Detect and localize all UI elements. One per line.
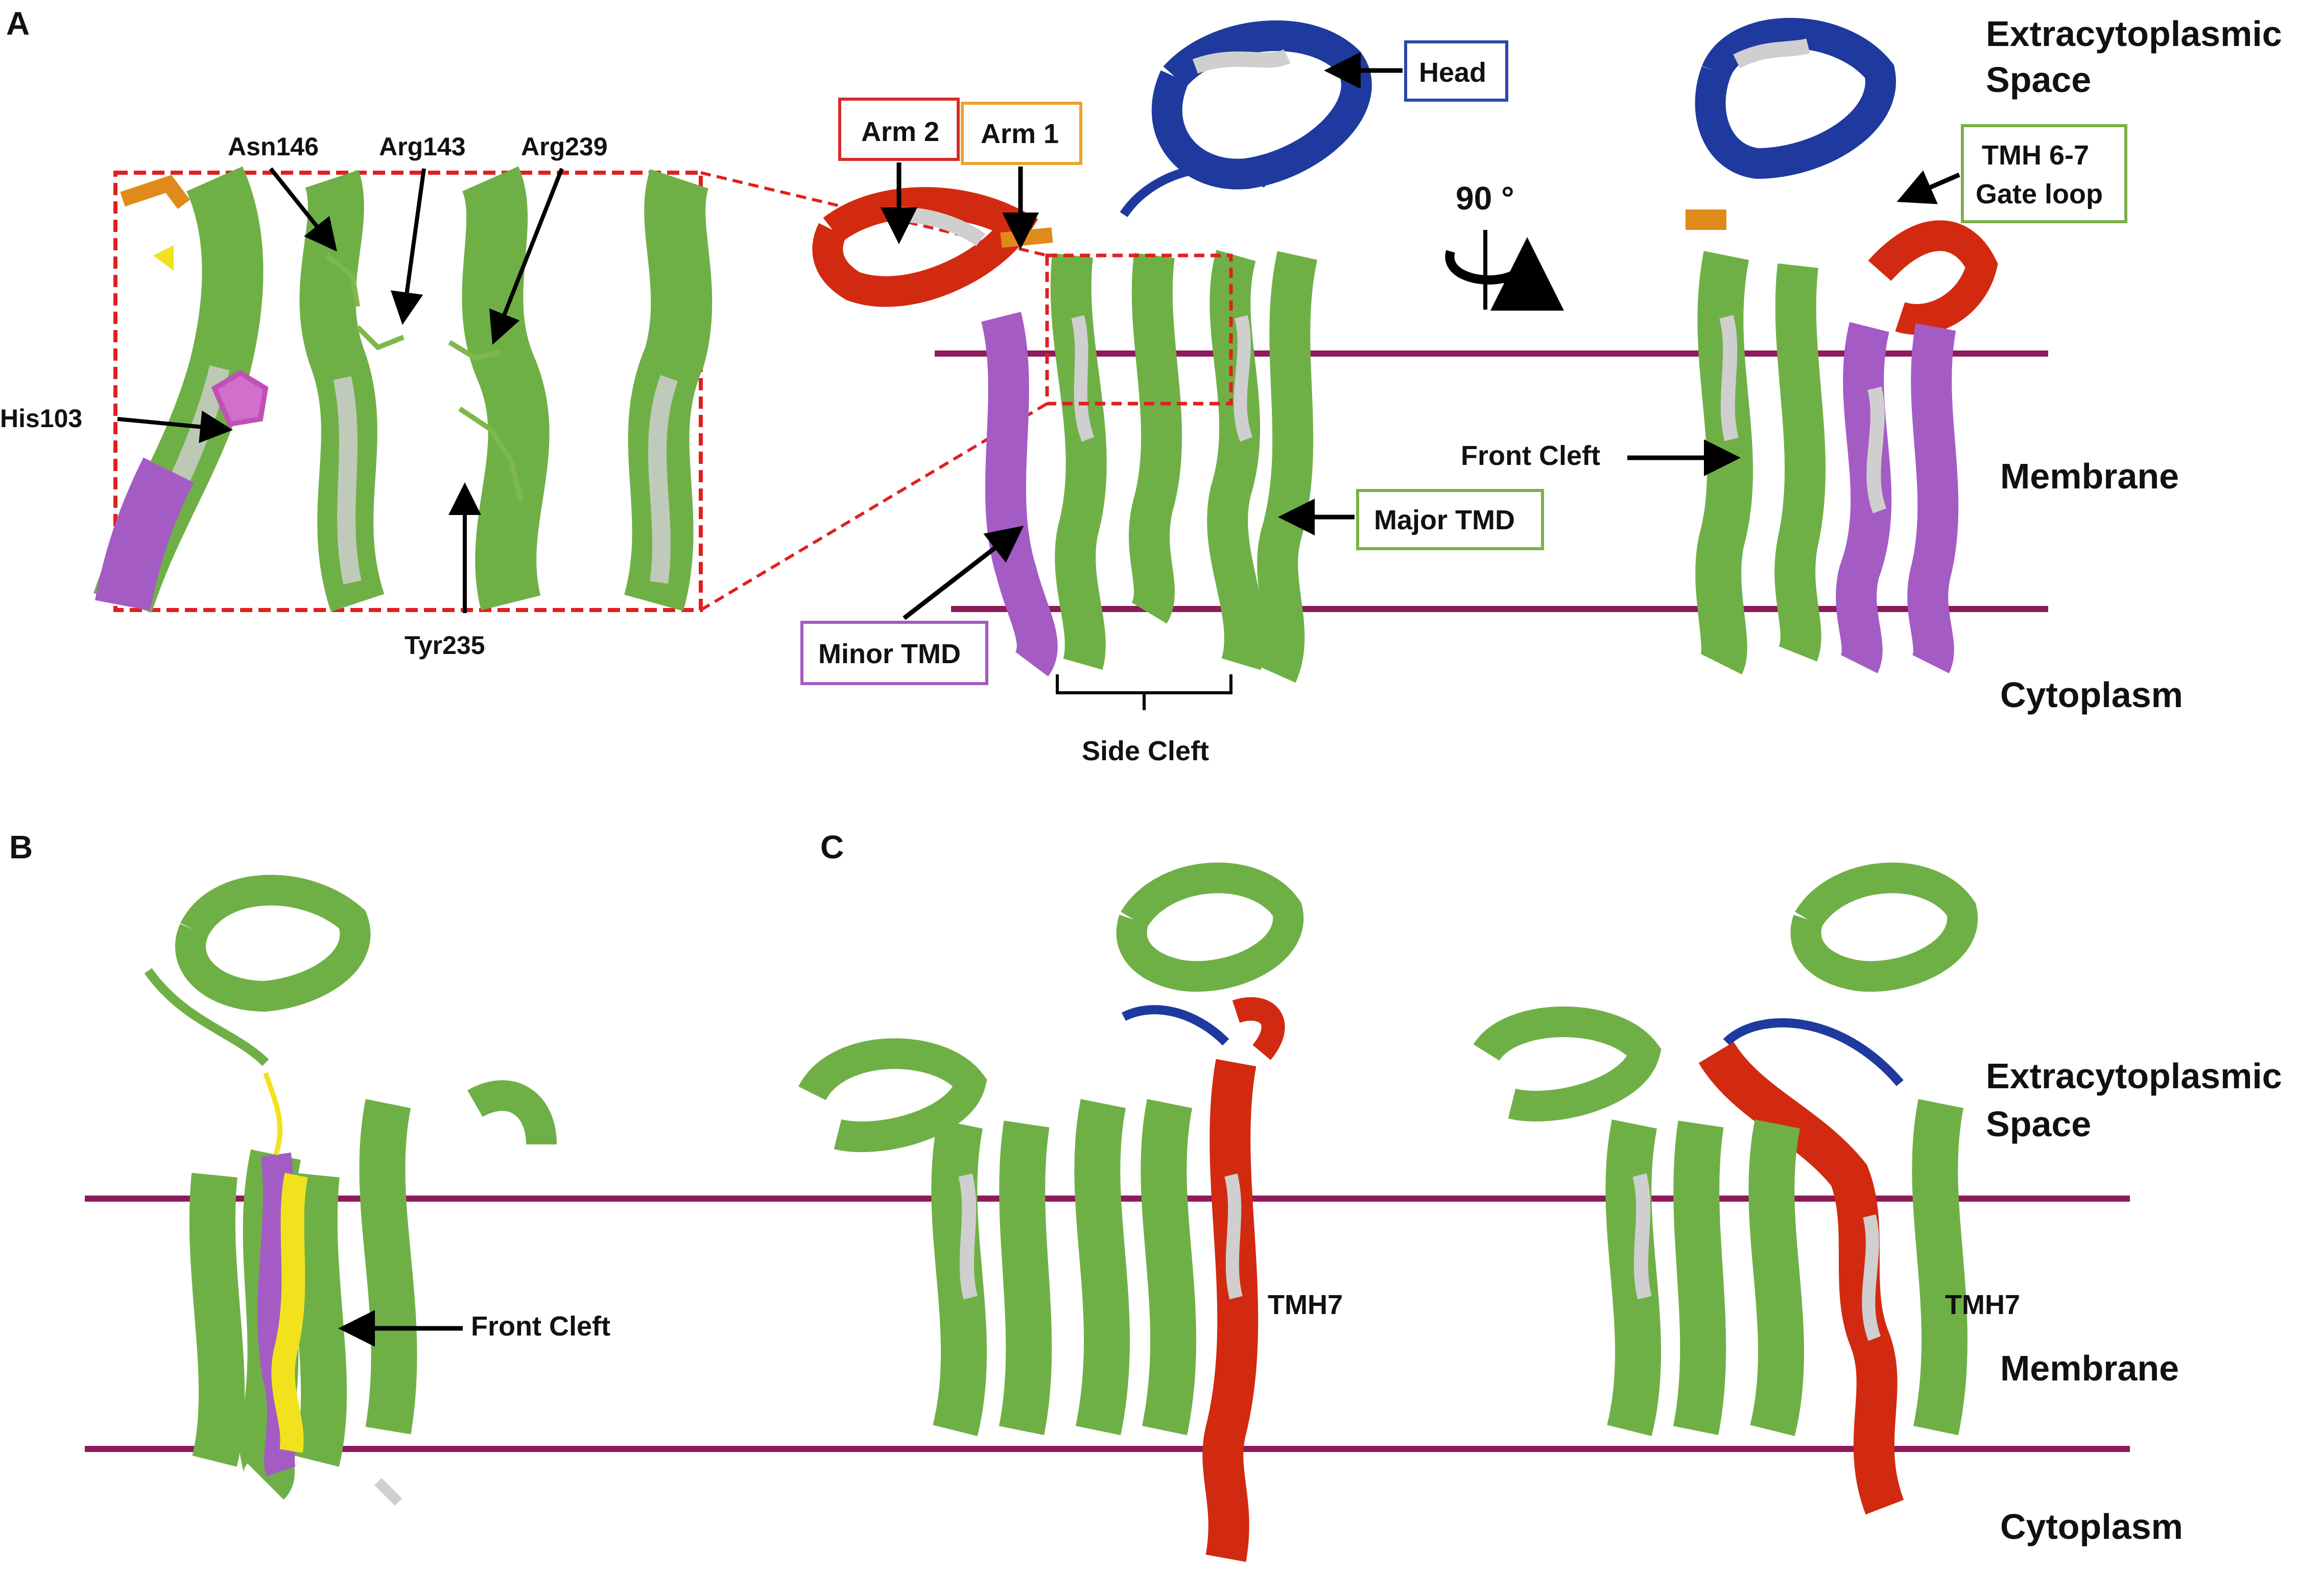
region-space-a: Space bbox=[1986, 60, 2091, 100]
label-front-cleft-b: Front Cleft bbox=[471, 1311, 610, 1342]
label-tmh7-left: TMH7 bbox=[1268, 1290, 1343, 1320]
label-tyr235: Tyr235 bbox=[405, 631, 485, 660]
protein-structure-a-rotated bbox=[1686, 18, 1998, 675]
svg-text:Arm 2: Arm 2 bbox=[861, 116, 939, 147]
svg-text:Major TMD: Major TMD bbox=[1374, 505, 1515, 535]
panel-label-c: C bbox=[820, 829, 844, 865]
region-cytoplasm-a: Cytoplasm bbox=[2000, 675, 2183, 715]
region-extracytoplasmic-a: Extracytoplasmic bbox=[1986, 14, 2282, 54]
svg-text:Arm 1: Arm 1 bbox=[981, 119, 1059, 149]
panel-label-a: A bbox=[6, 5, 30, 42]
label-front-cleft-a: Front Cleft bbox=[1461, 440, 1600, 471]
inset-source-region bbox=[1045, 253, 1233, 406]
label-side-cleft: Side Cleft bbox=[1082, 736, 1209, 766]
protein-structure-c-left bbox=[798, 862, 1304, 1562]
label-asn146: Asn146 bbox=[228, 132, 319, 161]
region-membrane-c: Membrane bbox=[2000, 1348, 2179, 1388]
svg-text:90 °: 90 ° bbox=[1456, 180, 1514, 217]
svg-text:TMH 6-7: TMH 6-7 bbox=[1982, 140, 2089, 171]
label-tmh7-right: TMH7 bbox=[1945, 1290, 2020, 1320]
rotation-icon: 90 ° bbox=[1445, 180, 1564, 311]
callout-gate-loop: TMH 6-7 Gate loop bbox=[1961, 124, 2127, 223]
region-membrane-a: Membrane bbox=[2000, 456, 2179, 496]
callout-arm2: Arm 2 bbox=[838, 98, 960, 161]
inset-helix-right bbox=[461, 166, 713, 612]
inset-arrows bbox=[117, 167, 564, 613]
label-arg239: Arg239 bbox=[521, 132, 608, 161]
svg-text:Gate loop: Gate loop bbox=[1976, 179, 2103, 209]
side-cleft-bracket bbox=[1056, 674, 1232, 710]
label-arg143: Arg143 bbox=[379, 132, 466, 161]
label-his103: His103 bbox=[0, 404, 82, 433]
svg-text:Minor TMD: Minor TMD bbox=[818, 639, 961, 669]
region-extracytoplasmic-c: Extracytoplasmic bbox=[1986, 1056, 2282, 1096]
protein-structure-b bbox=[144, 875, 557, 1506]
svg-text:Head: Head bbox=[1419, 57, 1486, 88]
panel-label-b: B bbox=[9, 829, 33, 865]
callout-arrows-a bbox=[881, 52, 1960, 620]
callout-major-tmd: Major TMD bbox=[1356, 489, 1544, 550]
callout-arm1: Arm 1 bbox=[961, 102, 1082, 165]
inset-zoom bbox=[93, 166, 713, 613]
region-space-c: Space bbox=[1986, 1104, 2091, 1144]
protein-structure-c-right bbox=[1473, 862, 1978, 1515]
region-cytoplasm-c: Cytoplasm bbox=[2000, 1507, 2183, 1547]
callout-minor-tmd: Minor TMD bbox=[800, 621, 988, 685]
callout-head: Head bbox=[1404, 40, 1508, 102]
inset-helix-left bbox=[93, 166, 264, 613]
